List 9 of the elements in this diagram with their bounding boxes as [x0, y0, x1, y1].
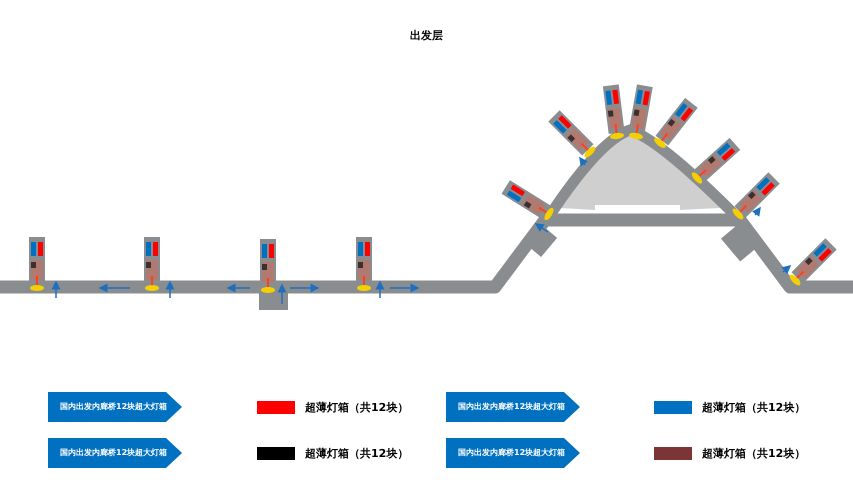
legend-label: 超薄灯箱（共12块） [305, 447, 408, 460]
arrow-tag: 国内出发内廊桥12块超大灯箱 [446, 438, 580, 468]
page-title: 出发层 [409, 28, 444, 43]
arrow-tag: 国内出发内廊桥12块超大灯箱 [446, 392, 580, 422]
legend-label: 超薄灯箱（共12块） [702, 401, 806, 414]
arrow-tag: 国内出发内廊桥12块超大灯箱 [48, 392, 182, 422]
arrow-tag: 国内出发内廊桥12块超大灯箱 [48, 438, 182, 468]
legend-label: 超薄灯箱（共12块） [305, 401, 408, 414]
legend-label: 超薄灯箱（共12块） [702, 447, 806, 460]
